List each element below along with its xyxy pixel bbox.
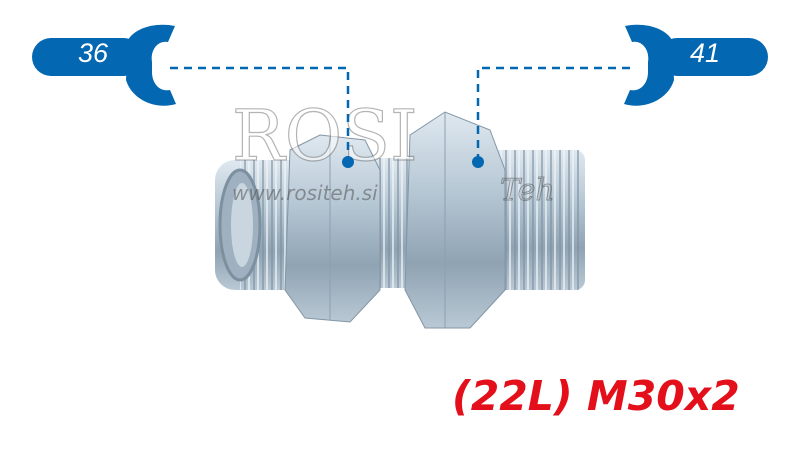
watermark-logo-suffix: Teh	[500, 173, 555, 208]
wrench-size-right: 41	[690, 38, 721, 68]
watermark: ROSI Teh www.rositeh.si	[231, 94, 555, 208]
wrench-icon-left	[32, 24, 176, 106]
leader-dot-left	[342, 156, 354, 168]
wrench-icon-right	[624, 24, 768, 106]
leader-dot-right	[472, 156, 484, 168]
wrench-size-left: 36	[78, 38, 109, 68]
watermark-url: www.rositeh.si	[232, 181, 378, 205]
product-code: (22L) M30x2	[452, 372, 740, 420]
watermark-logo: ROSI	[232, 95, 418, 177]
leader-lines	[170, 66, 630, 160]
